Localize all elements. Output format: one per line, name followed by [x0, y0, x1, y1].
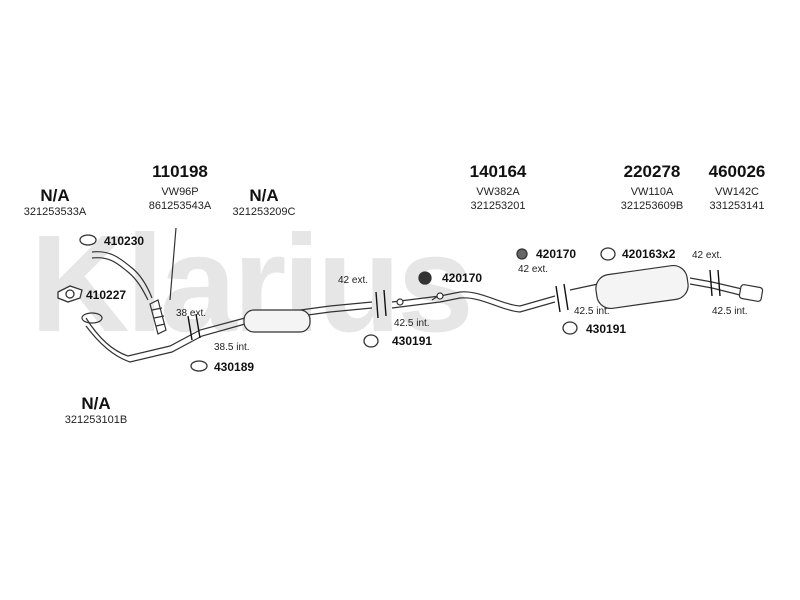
- leader-line: [169, 227, 177, 301]
- centre-pipe: [391, 291, 556, 307]
- dimension-note: 38.5 int.: [214, 342, 250, 353]
- mounting-rubber-icon-3: [562, 321, 578, 335]
- fitting-label: 420170: [536, 247, 577, 261]
- header-110198: 110198 VW96P 861253543A: [148, 162, 212, 212]
- dimension-note: 38 ext.: [176, 308, 207, 319]
- header-na-3: N/A 321253101B: [64, 394, 128, 426]
- fitting-label: 430189: [214, 360, 255, 374]
- dimension-note: 42.5 int.: [574, 306, 610, 317]
- header-na-2: N/A 321253209C: [232, 186, 296, 218]
- clamp-marks: [187, 269, 721, 341]
- dimension-note: 42 ext.: [338, 275, 369, 286]
- mounting-rubber-icon: [190, 360, 208, 372]
- dimension-note: 42 ext.: [518, 264, 549, 275]
- header-140164: 140164 VW382A 321253201: [469, 162, 527, 212]
- tail-trim: [738, 284, 764, 302]
- fitting-label: 430191: [392, 334, 433, 348]
- downpipe: [85, 317, 246, 357]
- rear-silencer: [595, 264, 689, 310]
- fitting-label: 420163x2: [622, 247, 676, 261]
- mounting-rubber-icon-2: [363, 334, 379, 348]
- rubber-ring-icon: [418, 271, 432, 285]
- flange: [81, 312, 103, 324]
- seal-ring-icon: [600, 247, 616, 261]
- front-silencer: [243, 309, 311, 333]
- fitting-label: 410227: [86, 288, 127, 302]
- header-220278: 220278 VW110A 321253609B: [620, 162, 684, 212]
- dimension-note: 42 ext.: [692, 250, 723, 261]
- bracket-pipe: [91, 251, 153, 299]
- fitting-label: 410230: [104, 234, 145, 248]
- dimension-note: 42.5 int.: [394, 318, 430, 329]
- header-460026: 460026 VW142C 331253141: [708, 162, 766, 212]
- fitting-label: 420170: [442, 271, 483, 285]
- fitting-label: 430191: [586, 322, 627, 336]
- header-na-1: N/A 321253533A: [23, 186, 87, 218]
- flex-joint: [149, 299, 167, 335]
- gasket-icon: [79, 234, 97, 246]
- rubber-ring-icon-2: [516, 248, 528, 260]
- dimension-note: 42.5 int.: [712, 306, 748, 317]
